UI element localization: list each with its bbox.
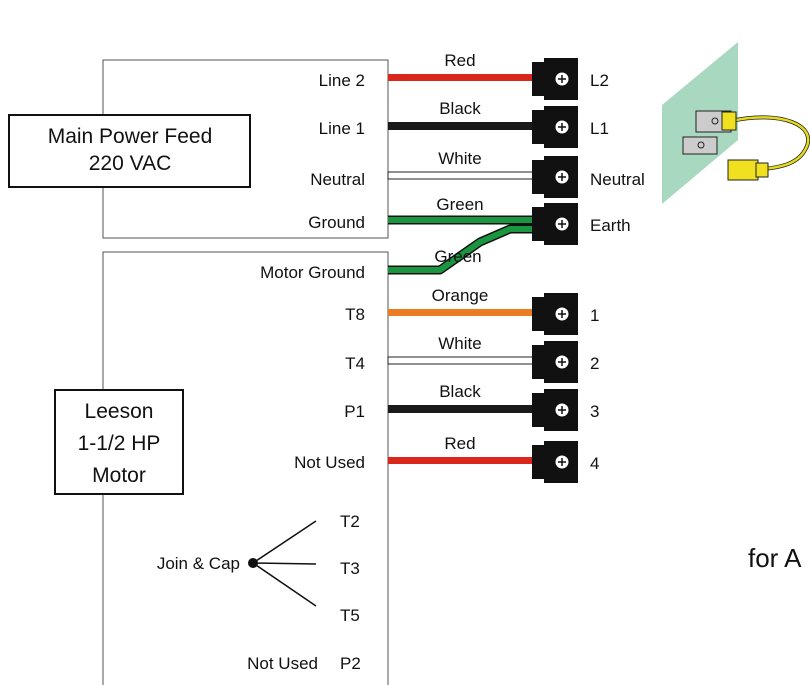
yellow-connector-icon [727, 159, 759, 181]
terminal-label: L2 [590, 71, 609, 90]
capped-lead-label: T5 [340, 606, 360, 625]
panel-illustration [662, 42, 810, 204]
terminal-label: Earth [590, 216, 631, 235]
join-and-cap: Join & Cap T2 T3 T5 [157, 512, 360, 625]
lead-label: Ground [308, 213, 365, 232]
motor-ground-row: Motor Ground Green [260, 224, 538, 282]
cut-off-text: for A [748, 543, 802, 573]
wire-color-label: Orange [432, 286, 489, 305]
power-line-row: Ground Green [308, 195, 538, 232]
motor-title-line3: Motor [92, 464, 146, 487]
lead-label: P1 [344, 402, 365, 421]
power-feed-title-box [8, 114, 251, 188]
motor-title-line1: Leeson [85, 400, 154, 423]
terminal-label: 4 [590, 454, 599, 473]
wire-color-label: Red [444, 434, 475, 453]
join-cap-label: Join & Cap [157, 554, 240, 573]
terminal-label: 3 [590, 402, 599, 421]
power-line-row: Line 2 Red L2 [319, 51, 609, 100]
capped-lead-label: T2 [340, 512, 360, 531]
terminal-label: L1 [590, 119, 609, 138]
lead-label: T4 [345, 354, 365, 373]
wire-color-label: Black [439, 99, 481, 118]
wire-white [387, 171, 539, 180]
power-line-row: Neutral White Neutral [310, 149, 645, 198]
wire-red [388, 457, 538, 464]
terminal-label: 2 [590, 354, 599, 373]
motor-line-row: T4 White 2 [345, 334, 599, 383]
wire-color-label: White [438, 334, 481, 353]
wire-red [388, 74, 538, 81]
unused-label: Not Used [247, 654, 318, 673]
connector-tab-icon [682, 136, 718, 155]
unused-lead-label: P2 [340, 654, 361, 673]
lead-label: Not Used [294, 453, 365, 472]
capped-lead-label: T3 [340, 559, 360, 578]
motor-line-row: Not Used Red 4 [294, 434, 599, 483]
wire-color-label: Green [434, 247, 481, 266]
lead-label: Line 1 [319, 119, 365, 138]
power-line-row: Line 1 Black L1 [319, 99, 609, 148]
wire-orange [388, 309, 538, 316]
terminal-label: 1 [590, 306, 599, 325]
lead-label: Neutral [310, 170, 365, 189]
lead-label: Line 2 [319, 71, 365, 90]
power-feed-title-line2: 220 VAC [89, 152, 172, 175]
power-feed-title-line1: Main Power Feed [48, 125, 213, 148]
lead-label: T8 [345, 305, 365, 324]
wire-black [388, 405, 538, 413]
wire-black [388, 122, 538, 130]
motor-line-row: T8 Orange 1 [345, 286, 599, 335]
wire-color-label: Black [439, 382, 481, 401]
wire-color-label: Green [436, 195, 483, 214]
terminal-label: Neutral [590, 170, 645, 189]
motor-title-line2: 1-1/2 HP [78, 432, 161, 455]
motor-title-box [54, 389, 184, 495]
wire-color-label: White [438, 149, 481, 168]
motor-line-row: P1 Black 3 [344, 382, 599, 431]
wire-white [387, 356, 539, 365]
wire-color-label: Red [444, 51, 475, 70]
lead-label: Motor Ground [260, 263, 365, 282]
